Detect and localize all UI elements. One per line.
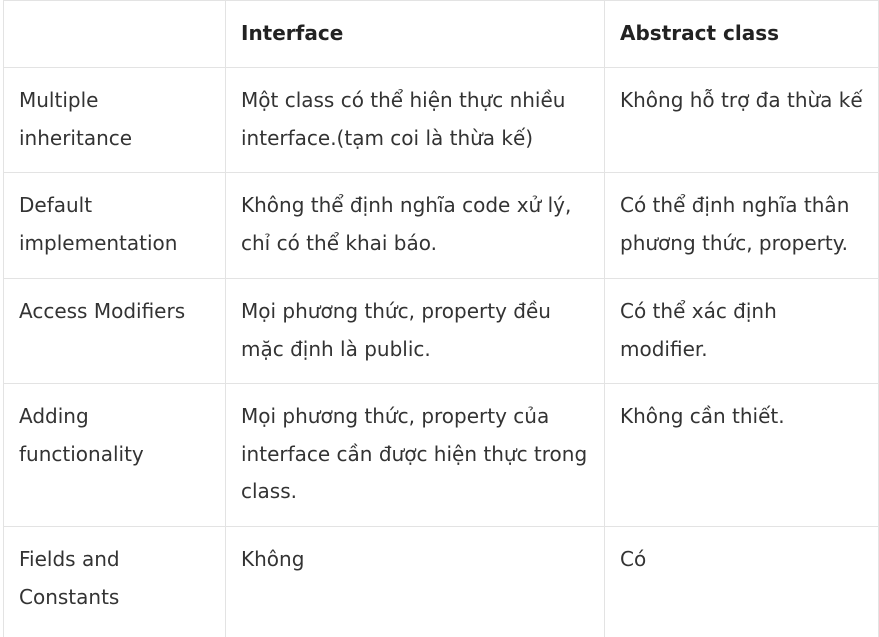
abstract-class-cell: Có thể xác định modifier. bbox=[604, 278, 879, 384]
interface-cell: Một class có thể hiện thực nhiều interfa… bbox=[225, 67, 605, 173]
abstract-class-cell: Không cần thiết. bbox=[604, 383, 879, 527]
abstract-class-cell: Không hỗ trợ đa thừa kế bbox=[604, 67, 879, 173]
interface-cell: Không bbox=[225, 526, 605, 637]
table-row: Multiple inheritance Một class có thể hi… bbox=[3, 67, 879, 173]
header-cell-empty bbox=[3, 0, 226, 68]
table-row: Adding functionality Mọi phương thức, pr… bbox=[3, 383, 879, 527]
table-row: Default implementation Không thể định ng… bbox=[3, 172, 879, 279]
header-cell-abstract-class: Abstract class bbox=[604, 0, 879, 68]
row-label-cell: Adding functionality bbox=[3, 383, 226, 527]
abstract-class-cell: Có thể định nghĩa thân phương thức, prop… bbox=[604, 172, 879, 279]
header-cell-interface: Interface bbox=[225, 0, 605, 68]
row-label-cell: Access Modifiers bbox=[3, 278, 226, 384]
table-row: Access Modifiers Mọi phương thức, proper… bbox=[3, 278, 879, 384]
interface-cell: Mọi phương thức, property của interface … bbox=[225, 383, 605, 527]
table-row: Fields and Constants Không Có bbox=[3, 526, 879, 637]
table-header-row: Interface Abstract class bbox=[3, 0, 879, 68]
comparison-table: Interface Abstract class Multiple inheri… bbox=[3, 0, 879, 637]
row-label-cell: Fields and Constants bbox=[3, 526, 226, 637]
interface-cell: Mọi phương thức, property đều mặc định l… bbox=[225, 278, 605, 384]
row-label-cell: Default implementation bbox=[3, 172, 226, 279]
interface-cell: Không thể định nghĩa code xử lý, chỉ có … bbox=[225, 172, 605, 279]
row-label-cell: Multiple inheritance bbox=[3, 67, 226, 173]
abstract-class-cell: Có bbox=[604, 526, 879, 637]
